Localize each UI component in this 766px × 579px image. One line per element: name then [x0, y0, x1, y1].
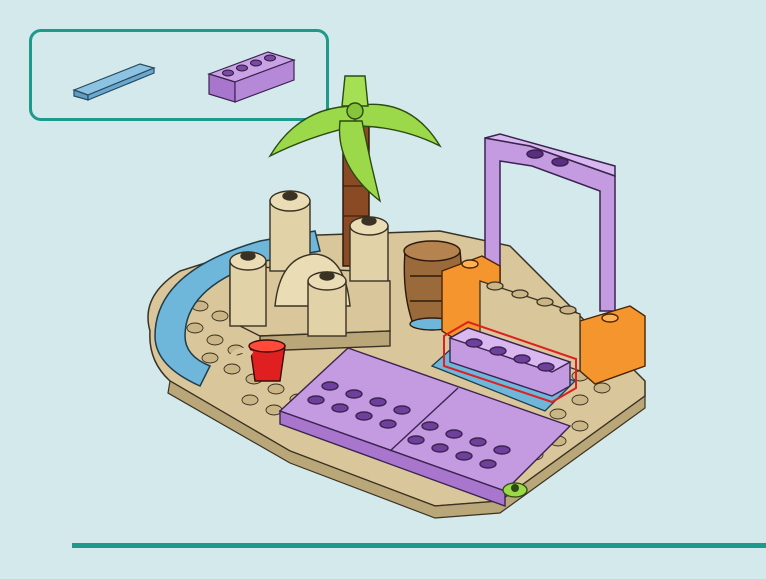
bottom-rule	[72, 543, 766, 548]
model-illustration	[140, 66, 660, 530]
green-flower	[503, 483, 527, 497]
